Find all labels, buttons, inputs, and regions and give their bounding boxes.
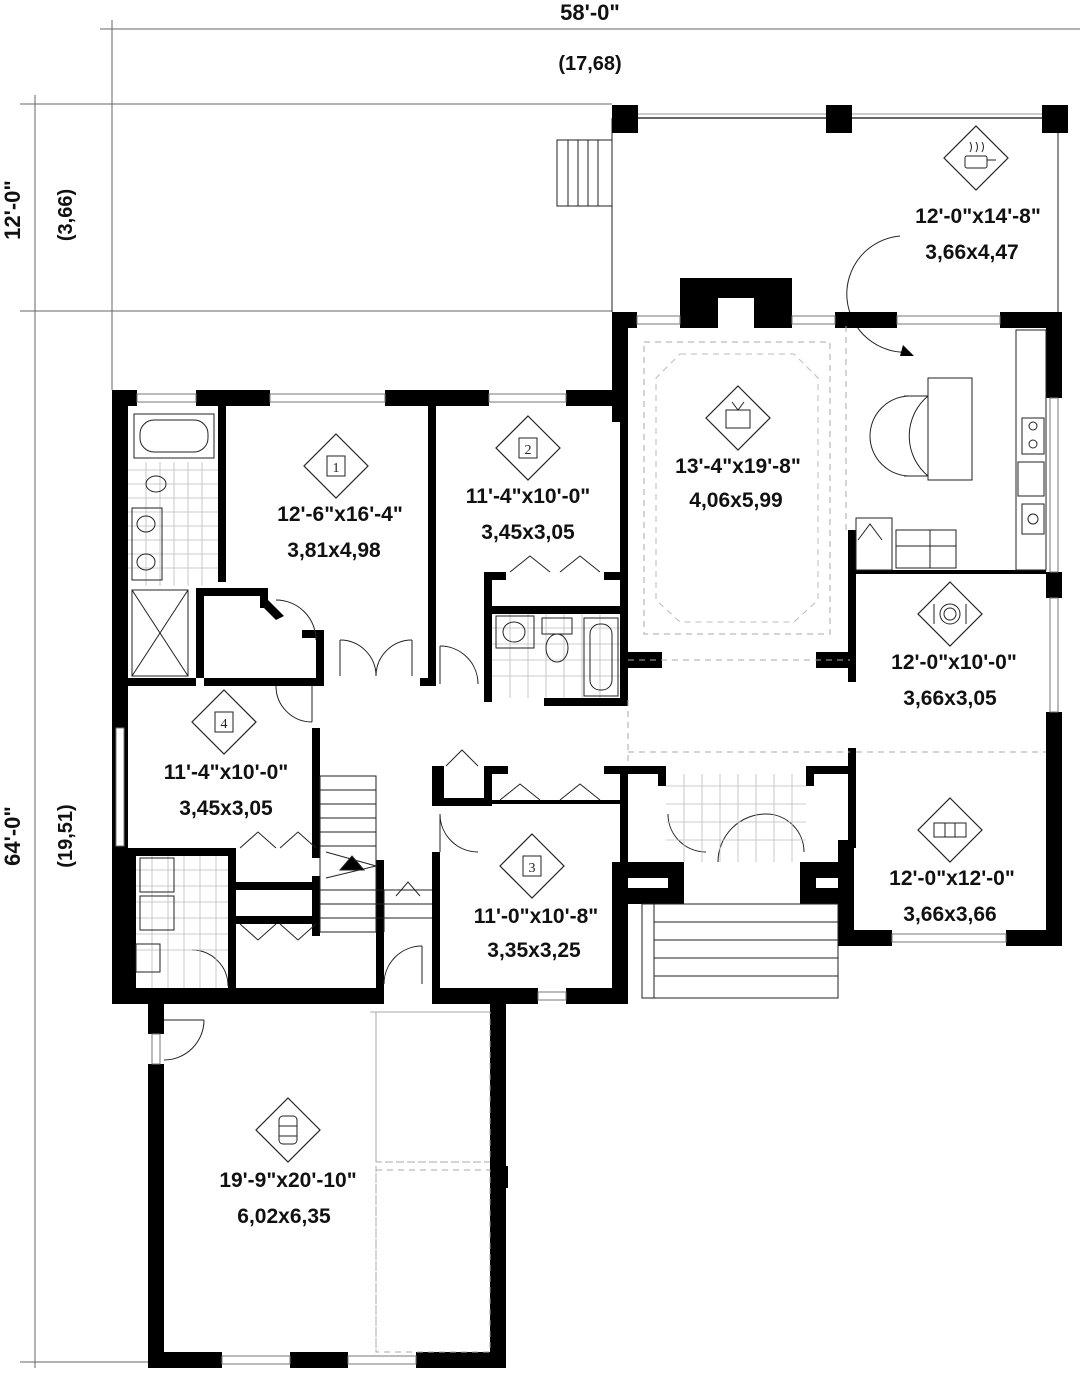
bathtub: [133, 413, 215, 459]
tv-icon: [705, 385, 771, 451]
terrace-size-ft: 12'-0"x14'-8": [915, 205, 1041, 228]
bedroom-2-size-ft: 11'-4"x10'-0": [466, 485, 590, 508]
bedroom-3-icon: 3: [499, 833, 565, 899]
porch-depth-m: (3,66): [55, 189, 77, 241]
laundry-room: [135, 856, 228, 988]
overall-depth-m: (19,51): [55, 804, 77, 867]
porch-steps: [556, 139, 613, 207]
front-steps: [641, 903, 839, 999]
cooking-pot-icon: [943, 125, 1009, 191]
porch-column: [612, 105, 638, 133]
bathroom-2: [492, 614, 620, 698]
toilet-icon: [145, 475, 167, 493]
terrace-size-m: 3,66x4,47: [925, 241, 1018, 264]
dryer-icon: [139, 895, 175, 931]
staircase: [319, 775, 432, 933]
overall-width-ft: 58'-0": [560, 0, 620, 25]
closet-doors: [239, 555, 601, 941]
bedroom-2-icon: 2: [495, 415, 561, 481]
windows: [115, 315, 1059, 1365]
dining-room-size-m: 3,66x3,05: [903, 687, 997, 710]
overall-depth-ft: 64'-0": [0, 806, 25, 866]
kitchen-counter: [1015, 329, 1047, 571]
bathtub: [583, 617, 619, 697]
door-swings: [163, 599, 805, 1061]
dimension-lines: [20, 20, 1080, 1368]
double-vanity: [131, 507, 163, 581]
master-bedroom-size-m: 3,81x4,98: [287, 539, 381, 562]
bedroom-2-size-m: 3,45x3,05: [481, 521, 575, 544]
bedroom-1-icon: 1: [303, 433, 369, 499]
porch-column: [1042, 105, 1068, 133]
bedroom-4-icon: 4: [191, 689, 257, 755]
kitchen: [855, 329, 1047, 571]
living-room-size-ft: 13'-4"x19'-8": [675, 455, 801, 478]
porch-depth-ft: 12'-0": [0, 180, 25, 240]
kitchen-sink-icon: [1021, 417, 1045, 455]
car-icon: [255, 1097, 321, 1163]
master-bath: [128, 413, 218, 677]
overall-width-m: (17,68): [558, 53, 621, 75]
bedroom-3-size-m: 3,35x3,25: [487, 939, 581, 962]
terrace-porch: [556, 105, 1068, 356]
family-room-size-ft: 12'-0"x12'-0": [889, 867, 1015, 890]
family-room-size-m: 3,66x3,66: [903, 903, 996, 926]
bedroom-3-size-ft: 11'-0"x10'-8": [474, 905, 598, 928]
bedroom-2-number: 2: [525, 443, 532, 458]
kitchen-island: [927, 377, 973, 481]
garage-size-ft: 19'-9"x20'-10": [219, 1169, 356, 1192]
interior-walls: [128, 406, 1046, 988]
master-bedroom-size-ft: 12'-6"x16'-4": [277, 503, 403, 526]
toilet-icon: [545, 633, 569, 663]
washer-icon: [139, 857, 175, 893]
garage-size-m: 6,02x6,35: [237, 1205, 331, 1228]
sofa-icon: [917, 797, 983, 863]
foyer-tile: [666, 774, 806, 862]
stove-icon: [1017, 461, 1045, 497]
room-icons: 1 2 4 3: [191, 125, 1009, 1163]
arrow-to-kitchen: [846, 235, 911, 353]
desk: [895, 529, 957, 569]
master-bedroom-number: 1: [333, 461, 340, 476]
sink-icon: [502, 621, 526, 643]
shower: [131, 589, 189, 677]
bedroom-4-size-ft: 11'-4"x10'-0": [164, 761, 288, 784]
porch-column: [826, 105, 852, 133]
living-room-size-m: 4,06x5,99: [689, 489, 782, 512]
plate-icon: [917, 581, 983, 647]
dining-room-size-ft: 12'-0"x10'-0": [891, 651, 1017, 674]
garage-bays: [375, 1011, 491, 1353]
pantry: [855, 517, 893, 571]
bedroom-4-size-m: 3,45x3,05: [179, 797, 273, 820]
laundry-sink-icon: [135, 943, 161, 973]
bedroom-4-number: 4: [221, 717, 228, 732]
exterior-walls: [112, 278, 1062, 1368]
bedroom-3-number: 3: [529, 861, 536, 876]
